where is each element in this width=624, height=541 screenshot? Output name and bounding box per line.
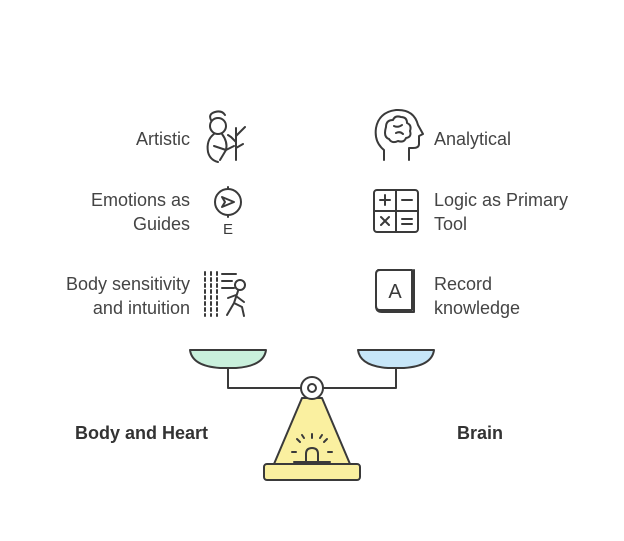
label-emotions-as-guides: Emotions as Guides — [90, 190, 190, 234]
book-icon — [375, 269, 415, 313]
pivot — [300, 376, 324, 400]
scale-stand — [273, 397, 351, 465]
walking-person-icon — [204, 271, 246, 317]
compass-letter: E — [223, 221, 233, 238]
calculator-icon — [373, 189, 419, 233]
label-body-sensitivity: Body sensitivity and intuition — [65, 274, 190, 318]
pivot-center — [307, 383, 317, 393]
right-arm — [317, 367, 397, 389]
artist-icon — [206, 110, 246, 163]
right-pan — [357, 349, 435, 369]
compass-icon — [214, 186, 242, 218]
label-brain: Brain — [457, 423, 504, 443]
left-pan — [189, 349, 267, 369]
label-body-and-heart: Body and Heart — [75, 423, 209, 443]
label-artistic: Artistic — [136, 129, 190, 149]
label-logic-primary-tool: Logic as Primary Tool — [434, 190, 569, 234]
label-analytical: Analytical — [434, 129, 512, 149]
book-letter: A — [388, 281, 402, 303]
lightbulb-icon — [291, 433, 333, 463]
scale-base — [263, 463, 361, 481]
label-record-knowledge: Record knowledge — [434, 274, 521, 318]
brain-head-icon — [374, 108, 424, 161]
left-arm — [227, 367, 307, 389]
